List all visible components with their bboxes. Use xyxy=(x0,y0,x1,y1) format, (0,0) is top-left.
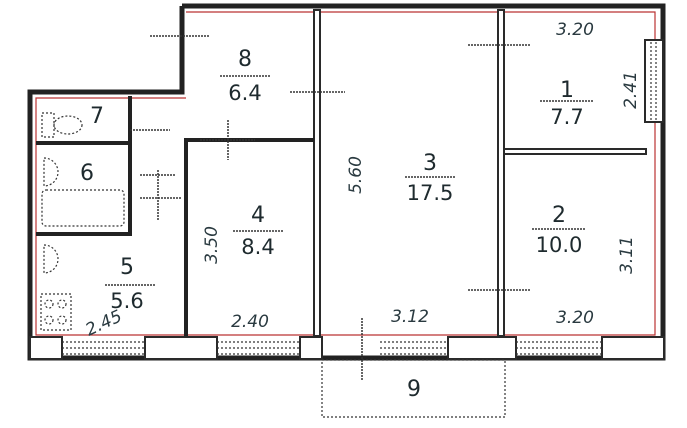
window-kitchen xyxy=(62,341,145,355)
dim-room2-width: 3.20 xyxy=(556,308,594,328)
room-4-number: 4 xyxy=(251,203,265,228)
dim-room4-width: 2.40 xyxy=(231,312,269,332)
toilet-bowl-icon xyxy=(53,115,83,135)
windows xyxy=(62,42,657,355)
sink-icon xyxy=(43,157,59,187)
wall-room3-left xyxy=(313,9,321,337)
kitchen-sink-icon xyxy=(43,244,59,274)
dim-room4-depth: 3.50 xyxy=(202,226,222,264)
window-room2 xyxy=(516,341,602,355)
wall-room1-room2 xyxy=(503,148,647,155)
bathtub-icon xyxy=(41,189,125,227)
dim-room1-width: 3.20 xyxy=(556,20,594,40)
window-room3 xyxy=(380,341,448,355)
room-7-number: 7 xyxy=(90,104,104,129)
room-5-area: 5.6 xyxy=(110,289,143,313)
balcony-pier xyxy=(447,336,517,360)
room-3-area: 17.5 xyxy=(407,181,454,205)
toilet-icon xyxy=(41,112,55,138)
dim-room2-depth: 3.11 xyxy=(617,236,637,274)
room-5-number: 5 xyxy=(120,255,134,280)
wall-room4 xyxy=(184,138,314,336)
room-3-number: 3 xyxy=(423,151,437,176)
room-8-number: 8 xyxy=(238,47,252,72)
wall-bath-block xyxy=(36,96,132,236)
door-marks xyxy=(130,35,530,380)
pier-far-left xyxy=(29,336,63,360)
window-room1 xyxy=(650,42,657,120)
room-9-number: 9 xyxy=(407,377,421,402)
walls xyxy=(27,3,666,361)
room-1-area: 7.7 xyxy=(550,105,583,129)
window-right-frame xyxy=(644,39,664,123)
outer-wall-inner-line xyxy=(35,11,656,336)
dim-room3-depth: 5.60 xyxy=(346,156,366,194)
window-room4 xyxy=(217,341,300,355)
room-1-number: 1 xyxy=(560,78,574,103)
room-8-area: 6.4 xyxy=(228,81,261,105)
pier-right xyxy=(601,336,665,360)
stove-icon xyxy=(40,293,72,331)
pier-left xyxy=(144,336,218,360)
pier-mid xyxy=(299,336,323,360)
room-2-number: 2 xyxy=(552,203,566,228)
dim-room3-width: 3.12 xyxy=(391,307,429,327)
fixtures xyxy=(40,112,506,418)
room-4-area: 8.4 xyxy=(241,235,274,259)
dim-room1-depth: 2.41 xyxy=(621,71,641,109)
room-2-area: 10.0 xyxy=(536,233,583,257)
room-6-number: 6 xyxy=(80,161,94,186)
labels: 1 7.7 2 10.0 3 17.5 4 8.4 5 5.6 6 7 8 6.… xyxy=(80,20,641,402)
wall-room3-right xyxy=(497,9,505,337)
